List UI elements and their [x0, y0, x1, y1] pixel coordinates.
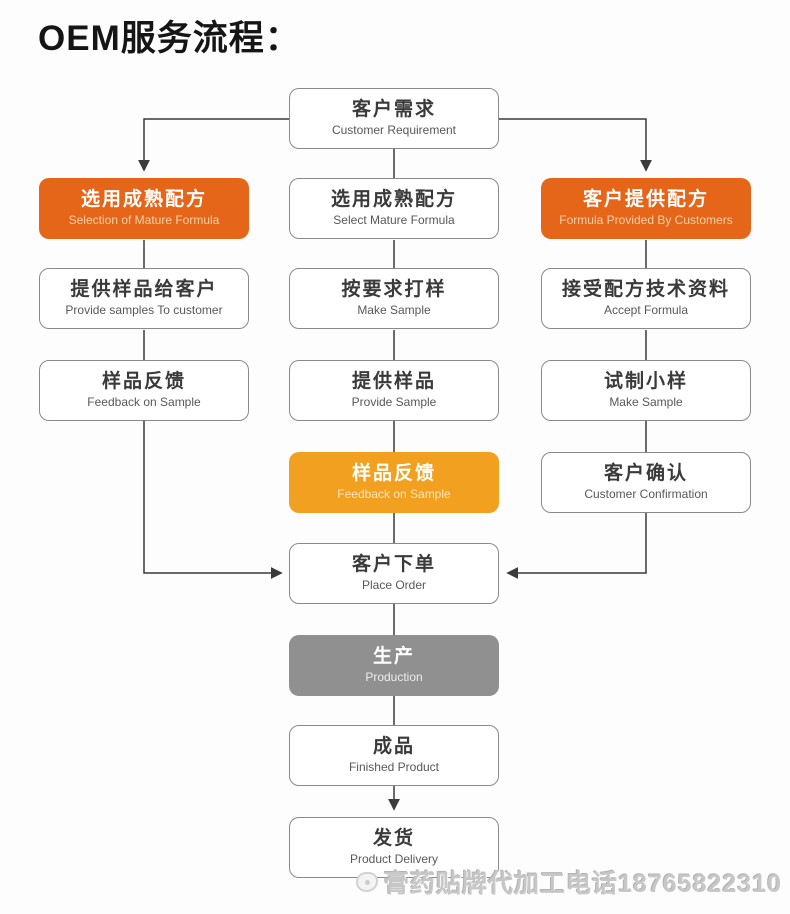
node-label-zh: 样品反馈 — [351, 463, 436, 485]
node-label-zh: 发货 — [372, 828, 415, 850]
flow-node-selection-mature-formula: 选用成熟配方 Selection of Mature Formula — [39, 178, 249, 239]
node-label-zh: 接受配方技术资料 — [561, 279, 730, 301]
node-label-zh: 按要求打样 — [341, 279, 447, 301]
node-label-zh: 试制小样 — [603, 371, 688, 393]
node-label-zh: 选用成熟配方 — [330, 189, 457, 211]
flow-node-provide-sample: 提供样品 Provide Sample — [289, 360, 499, 421]
node-label-en: Provide Sample — [351, 395, 437, 410]
node-label-en: Select Mature Formula — [333, 213, 455, 228]
page-title: OEM服务流程： — [38, 19, 301, 58]
flow-node-feedback-on-sample-mid: 样品反馈 Feedback on Sample — [289, 452, 499, 513]
node-label-en: Product Delivery — [349, 852, 439, 867]
flow-node-product-delivery: 发货 Product Delivery — [289, 817, 499, 878]
flow-node-customer-confirmation: 客户确认 Customer Confirmation — [541, 452, 751, 513]
watermark: 膏药贴牌代加工电话18765822310 — [356, 864, 782, 900]
flow-node-production: 生产 Production — [289, 635, 499, 696]
node-label-en: Customer Confirmation — [584, 487, 708, 502]
watermark-text: 膏药贴牌代加工电话18765822310 — [384, 870, 782, 898]
node-label-zh: 客户下单 — [351, 554, 436, 576]
flow-node-finished-product: 成品 Finished Product — [289, 725, 499, 786]
node-label-en: Make Sample — [609, 395, 683, 410]
node-label-en: Feedback on Sample — [337, 487, 451, 502]
node-label-en: Feedback on Sample — [87, 395, 201, 410]
node-label-zh: 样品反馈 — [101, 371, 186, 393]
node-label-zh: 提供样品给客户 — [70, 279, 218, 301]
flow-node-accept-formula: 接受配方技术资料 Accept Formula — [541, 268, 751, 329]
node-label-zh: 生产 — [372, 646, 415, 668]
node-label-zh: 客户确认 — [603, 463, 688, 485]
node-label-en: Make Sample — [357, 303, 431, 318]
node-label-en: Provide samples To customer — [65, 303, 223, 318]
flow-node-formula-provided-by-customers: 客户提供配方 Formula Provided By Customers — [541, 178, 751, 239]
node-label-en: Finished Product — [348, 760, 440, 775]
flow-node-make-sample-by-requirement: 按要求打样 Make Sample — [289, 268, 499, 329]
node-label-zh: 客户需求 — [351, 99, 436, 121]
flow-node-select-mature-formula: 选用成熟配方 Select Mature Formula — [289, 178, 499, 239]
node-label-en: Accept Formula — [603, 303, 689, 318]
node-label-en: Formula Provided By Customers — [559, 213, 733, 228]
node-label-en: Selection of Mature Formula — [68, 213, 220, 228]
flow-node-customer-requirement: 客户需求 Customer Requirement — [289, 88, 499, 149]
watermark-logo-icon — [356, 872, 379, 892]
node-label-zh: 提供样品 — [351, 371, 436, 393]
flow-node-provide-samples-to-customer: 提供样品给客户 Provide samples To customer — [39, 268, 249, 329]
flow-node-feedback-on-sample-left: 样品反馈 Feedback on Sample — [39, 360, 249, 421]
node-label-zh: 客户提供配方 — [582, 189, 709, 211]
node-label-en: Customer Requirement — [331, 123, 457, 138]
node-label-zh: 成品 — [372, 736, 415, 758]
node-label-en: Place Order — [361, 578, 427, 593]
node-label-zh: 选用成熟配方 — [80, 189, 207, 211]
flow-node-place-order: 客户下单 Place Order — [289, 543, 499, 604]
node-label-en: Production — [365, 670, 423, 685]
flow-node-make-trial-sample: 试制小样 Make Sample — [541, 360, 751, 421]
